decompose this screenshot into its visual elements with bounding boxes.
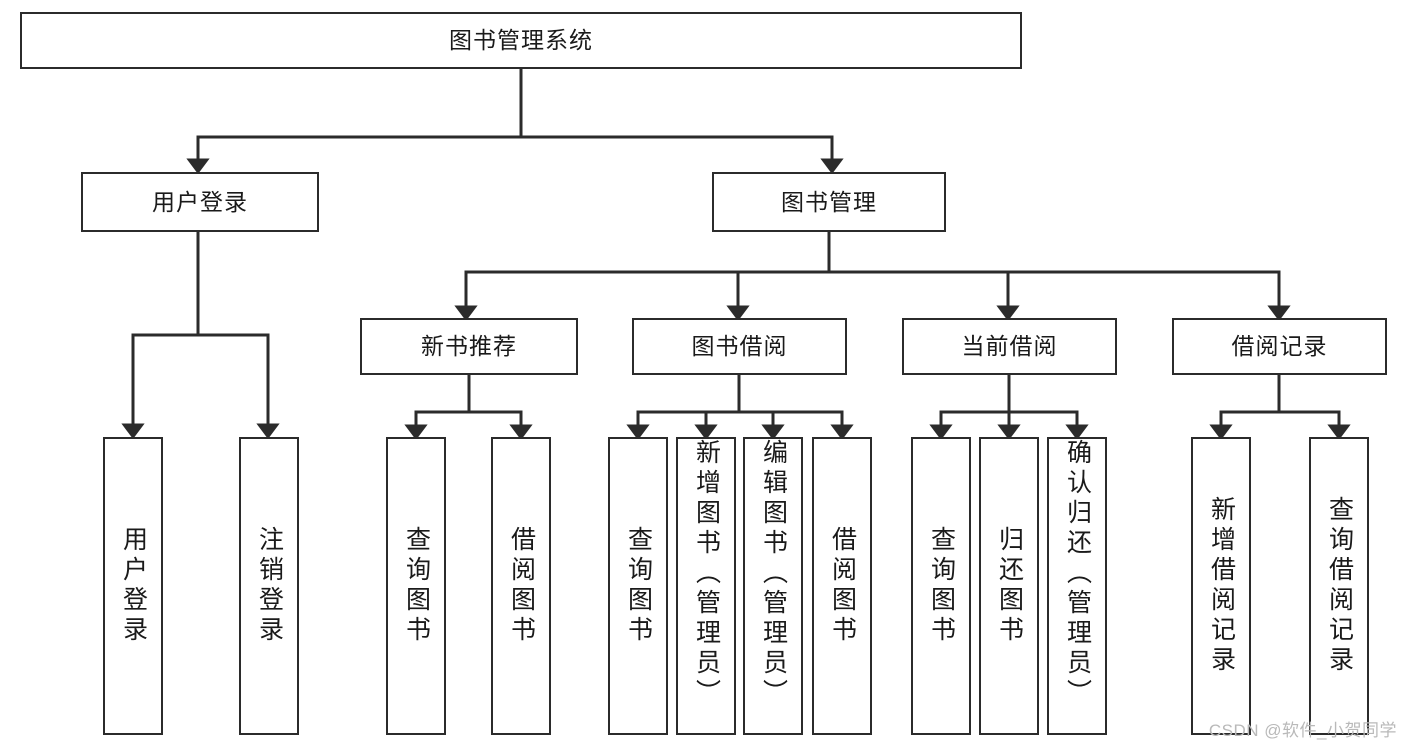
node-label: 用户登录: [152, 188, 248, 215]
leaf-label: 归还图书: [995, 526, 1024, 646]
node-book-borrow[interactable]: 图书借阅: [632, 318, 847, 375]
leaf-borrow-record-query-record[interactable]: 查询借阅记录: [1309, 437, 1369, 735]
leaf-label: 借阅图书: [507, 526, 536, 646]
node-label: 图书借阅: [691, 333, 788, 360]
leaf-book-borrow-borrow-book[interactable]: 借阅图书: [812, 437, 872, 735]
node-user-login[interactable]: 用户登录: [81, 172, 319, 232]
leaf-label: 查询图书: [402, 526, 431, 646]
leaf-label: 用户登录: [119, 526, 148, 646]
leaf-label: 编辑图书（管理员）: [759, 439, 788, 709]
leaf-borrow-record-add-record[interactable]: 新增借阅记录: [1191, 437, 1251, 735]
node-borrow-record[interactable]: 借阅记录: [1172, 318, 1387, 375]
leaf-user-login-login[interactable]: 用户登录: [103, 437, 163, 735]
leaf-label: 注销登录: [255, 526, 284, 646]
node-label: 图书管理系统: [449, 27, 593, 54]
leaf-user-login-logout[interactable]: 注销登录: [239, 437, 299, 735]
node-label: 图书管理: [781, 188, 877, 215]
leaf-current-borrow-return-book[interactable]: 归还图书: [979, 437, 1039, 735]
node-new-book-recommend[interactable]: 新书推荐: [360, 318, 578, 375]
node-label: 当前借阅: [961, 333, 1058, 360]
leaf-label: 新增图书（管理员）: [692, 439, 721, 709]
leaf-label: 确认归还（管理员）: [1063, 439, 1092, 709]
leaf-label: 新增借阅记录: [1207, 496, 1236, 676]
leaf-label: 借阅图书: [828, 526, 857, 646]
leaf-book-borrow-edit-book-admin[interactable]: 编辑图书（管理员）: [743, 437, 803, 735]
leaf-current-borrow-confirm-return-admin[interactable]: 确认归还（管理员）: [1047, 437, 1107, 735]
csdn-watermark: CSDN @软件_小贺同学: [1208, 721, 1397, 740]
node-root-book-management-system[interactable]: 图书管理系统: [20, 12, 1022, 69]
leaf-new-book-borrow-book[interactable]: 借阅图书: [491, 437, 551, 735]
leaf-label: 查询图书: [624, 526, 653, 646]
node-label: 新书推荐: [421, 333, 517, 360]
leaf-label: 查询借阅记录: [1325, 496, 1354, 676]
node-label: 借阅记录: [1231, 333, 1328, 360]
leaf-current-borrow-query-book[interactable]: 查询图书: [911, 437, 971, 735]
leaf-label: 查询图书: [927, 526, 956, 646]
leaf-book-borrow-add-book-admin[interactable]: 新增图书（管理员）: [676, 437, 736, 735]
leaf-book-borrow-query-book[interactable]: 查询图书: [608, 437, 668, 735]
node-current-borrow[interactable]: 当前借阅: [902, 318, 1117, 375]
node-book-management[interactable]: 图书管理: [712, 172, 946, 232]
leaf-new-book-query-book[interactable]: 查询图书: [386, 437, 446, 735]
